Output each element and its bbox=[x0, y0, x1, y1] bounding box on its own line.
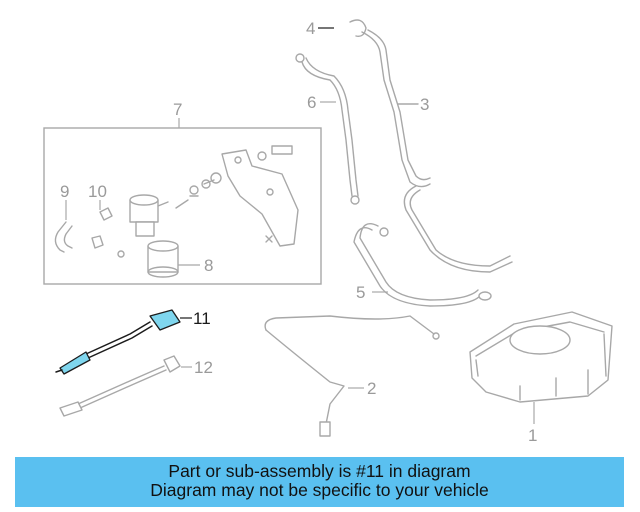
info-banner: Part or sub-assembly is #11 in diagram D… bbox=[15, 457, 624, 507]
part-pump-assembly[interactable] bbox=[129, 172, 222, 278]
part-4-hose[interactable] bbox=[349, 19, 431, 188]
callout-6[interactable]: 6 bbox=[307, 93, 316, 112]
part-6-hose[interactable] bbox=[295, 53, 360, 205]
part-2-sensor[interactable] bbox=[264, 315, 440, 437]
part-3-hose[interactable] bbox=[397, 103, 513, 273]
callout-12[interactable]: 12 bbox=[194, 358, 213, 377]
callout-3[interactable]: 3 bbox=[420, 95, 429, 114]
callout-5[interactable]: 5 bbox=[356, 283, 365, 302]
callout-7[interactable]: 7 bbox=[173, 100, 182, 119]
part-5-hose[interactable] bbox=[353, 223, 492, 307]
callout-9[interactable]: 9 bbox=[60, 182, 69, 201]
part-12-sensor[interactable] bbox=[59, 355, 181, 417]
callout-2[interactable]: 2 bbox=[367, 379, 376, 398]
callout-10[interactable]: 10 bbox=[88, 182, 107, 201]
banner-line-1: Part or sub-assembly is #11 in diagram bbox=[168, 461, 471, 481]
part-10-clips[interactable] bbox=[91, 207, 125, 258]
part-1-canister[interactable] bbox=[469, 311, 613, 403]
callout-1[interactable]: 1 bbox=[528, 426, 537, 445]
part-bracket[interactable] bbox=[221, 145, 299, 247]
group-box-7 bbox=[43, 127, 322, 285]
part-11-oxygen-sensor[interactable] bbox=[55, 309, 181, 375]
callout-11[interactable]: 11 bbox=[193, 309, 211, 328]
callout-8[interactable]: 8 bbox=[204, 256, 213, 275]
parts-diagram: 7 9 10 8 bbox=[43, 19, 613, 445]
part-9-hose[interactable] bbox=[54, 221, 73, 253]
banner-line-2: Diagram may not be specific to your vehi… bbox=[150, 480, 489, 500]
callout-4[interactable]: 4 bbox=[306, 19, 315, 38]
